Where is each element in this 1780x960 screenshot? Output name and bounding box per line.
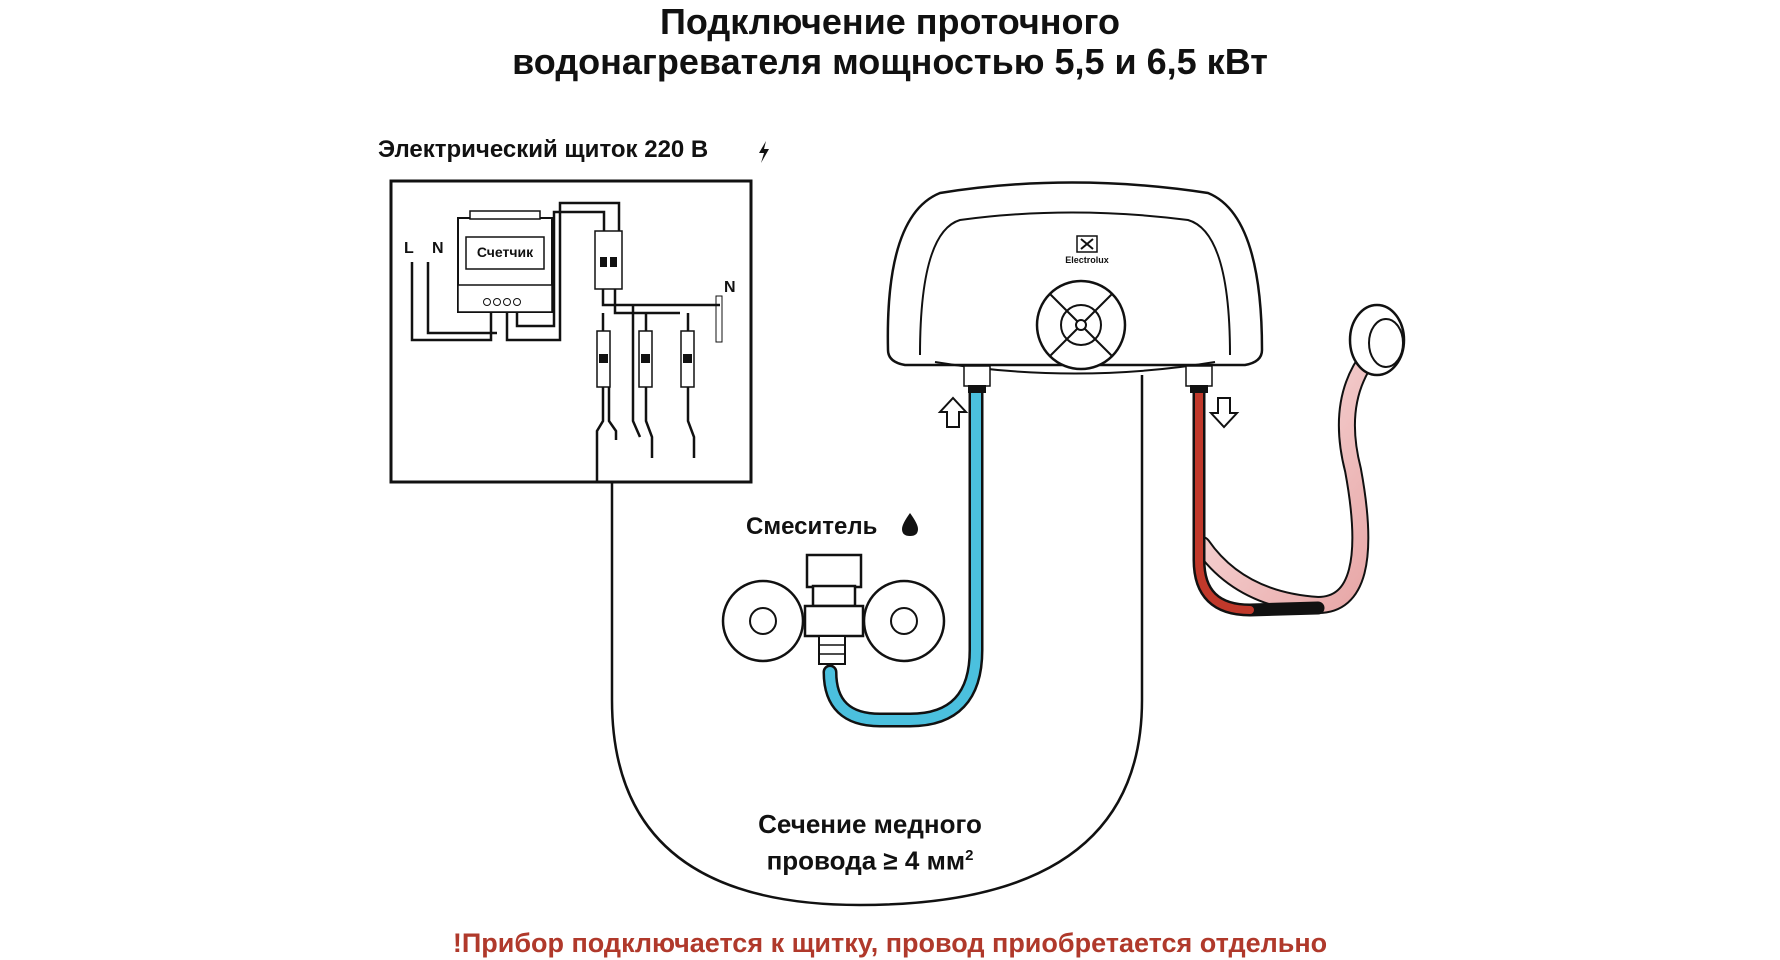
arrow-up-icon — [937, 396, 969, 428]
warning-note: !Прибор подключается к щитку, провод при… — [452, 928, 1328, 958]
diagram-title-line1: Подключение проточного — [660, 1, 1120, 42]
neutral-bus-bar — [715, 295, 723, 343]
meter-label: Счетчик — [476, 244, 534, 260]
wire-section-text: провода ≥ 4 мм — [766, 845, 966, 876]
mixer-faucet — [721, 553, 946, 665]
electrolux-logo-icon — [1076, 235, 1098, 253]
neutral-bus-label: N — [724, 279, 736, 296]
main-circuit-breaker — [594, 230, 623, 290]
wire-section-label-line1: Сечение медного — [758, 809, 982, 839]
electric-meter — [457, 210, 553, 313]
wire-section-superscript: 2 — [965, 847, 974, 864]
panel-label: Электрический щиток 220 В — [378, 136, 709, 163]
heater-control-knob — [1035, 279, 1127, 371]
arrow-down-icon — [1208, 397, 1240, 429]
diagram-title-line2: водонагревателя мощностью 5,5 и 6,5 кВт — [512, 41, 1268, 82]
heater-brand-text: Electrolux — [1065, 255, 1109, 265]
water-heater — [886, 181, 1264, 393]
mixer-label: Смеситель — [746, 513, 878, 540]
panel-wiring — [410, 201, 720, 482]
shower-head — [1348, 303, 1406, 377]
branch-breaker-1 — [596, 330, 611, 388]
hot-water-pipe — [1192, 385, 1325, 617]
wire-section-label-line2: провода ≥ 4 мм2 — [700, 840, 1040, 877]
branch-breaker-3 — [680, 330, 695, 388]
copper-wire — [610, 375, 1144, 907]
branch-breaker-2 — [638, 330, 653, 388]
lightning-icon — [759, 141, 769, 163]
line-l-label: L — [404, 240, 414, 257]
electrical-panel-frame — [389, 179, 753, 484]
line-n-label: N — [432, 240, 444, 257]
water-drop-icon — [902, 513, 918, 536]
